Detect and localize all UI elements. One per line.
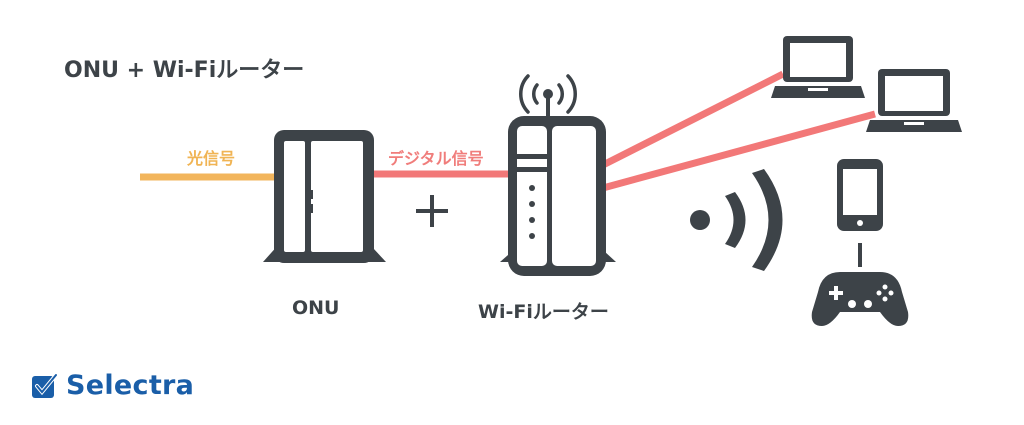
smartphone-icon — [837, 159, 883, 231]
checkbox-check-icon — [32, 372, 58, 398]
link-line-laptop-2 — [602, 110, 876, 192]
plus-icon — [416, 195, 448, 227]
brand-logo: Selectra — [30, 370, 194, 401]
onu-label: ONU — [292, 297, 340, 319]
optical-signal-label: 光信号 — [187, 149, 236, 168]
onu-device-icon — [263, 130, 386, 263]
diagram-title: ONU + Wi-Fiルーター — [64, 58, 305, 83]
laptop-icon — [866, 69, 962, 132]
router-label: Wi-Fiルーター — [478, 301, 609, 323]
digital-signal-label: デジタル信号 — [388, 149, 484, 168]
laptop-icon — [771, 36, 865, 98]
gamepad-icon — [811, 272, 909, 326]
wifi-router-icon — [500, 74, 616, 276]
wireless-signal-icon — [690, 169, 783, 271]
brand-name: Selectra — [66, 370, 195, 401]
link-line-laptop-1 — [601, 70, 785, 169]
connector-line — [858, 243, 862, 267]
